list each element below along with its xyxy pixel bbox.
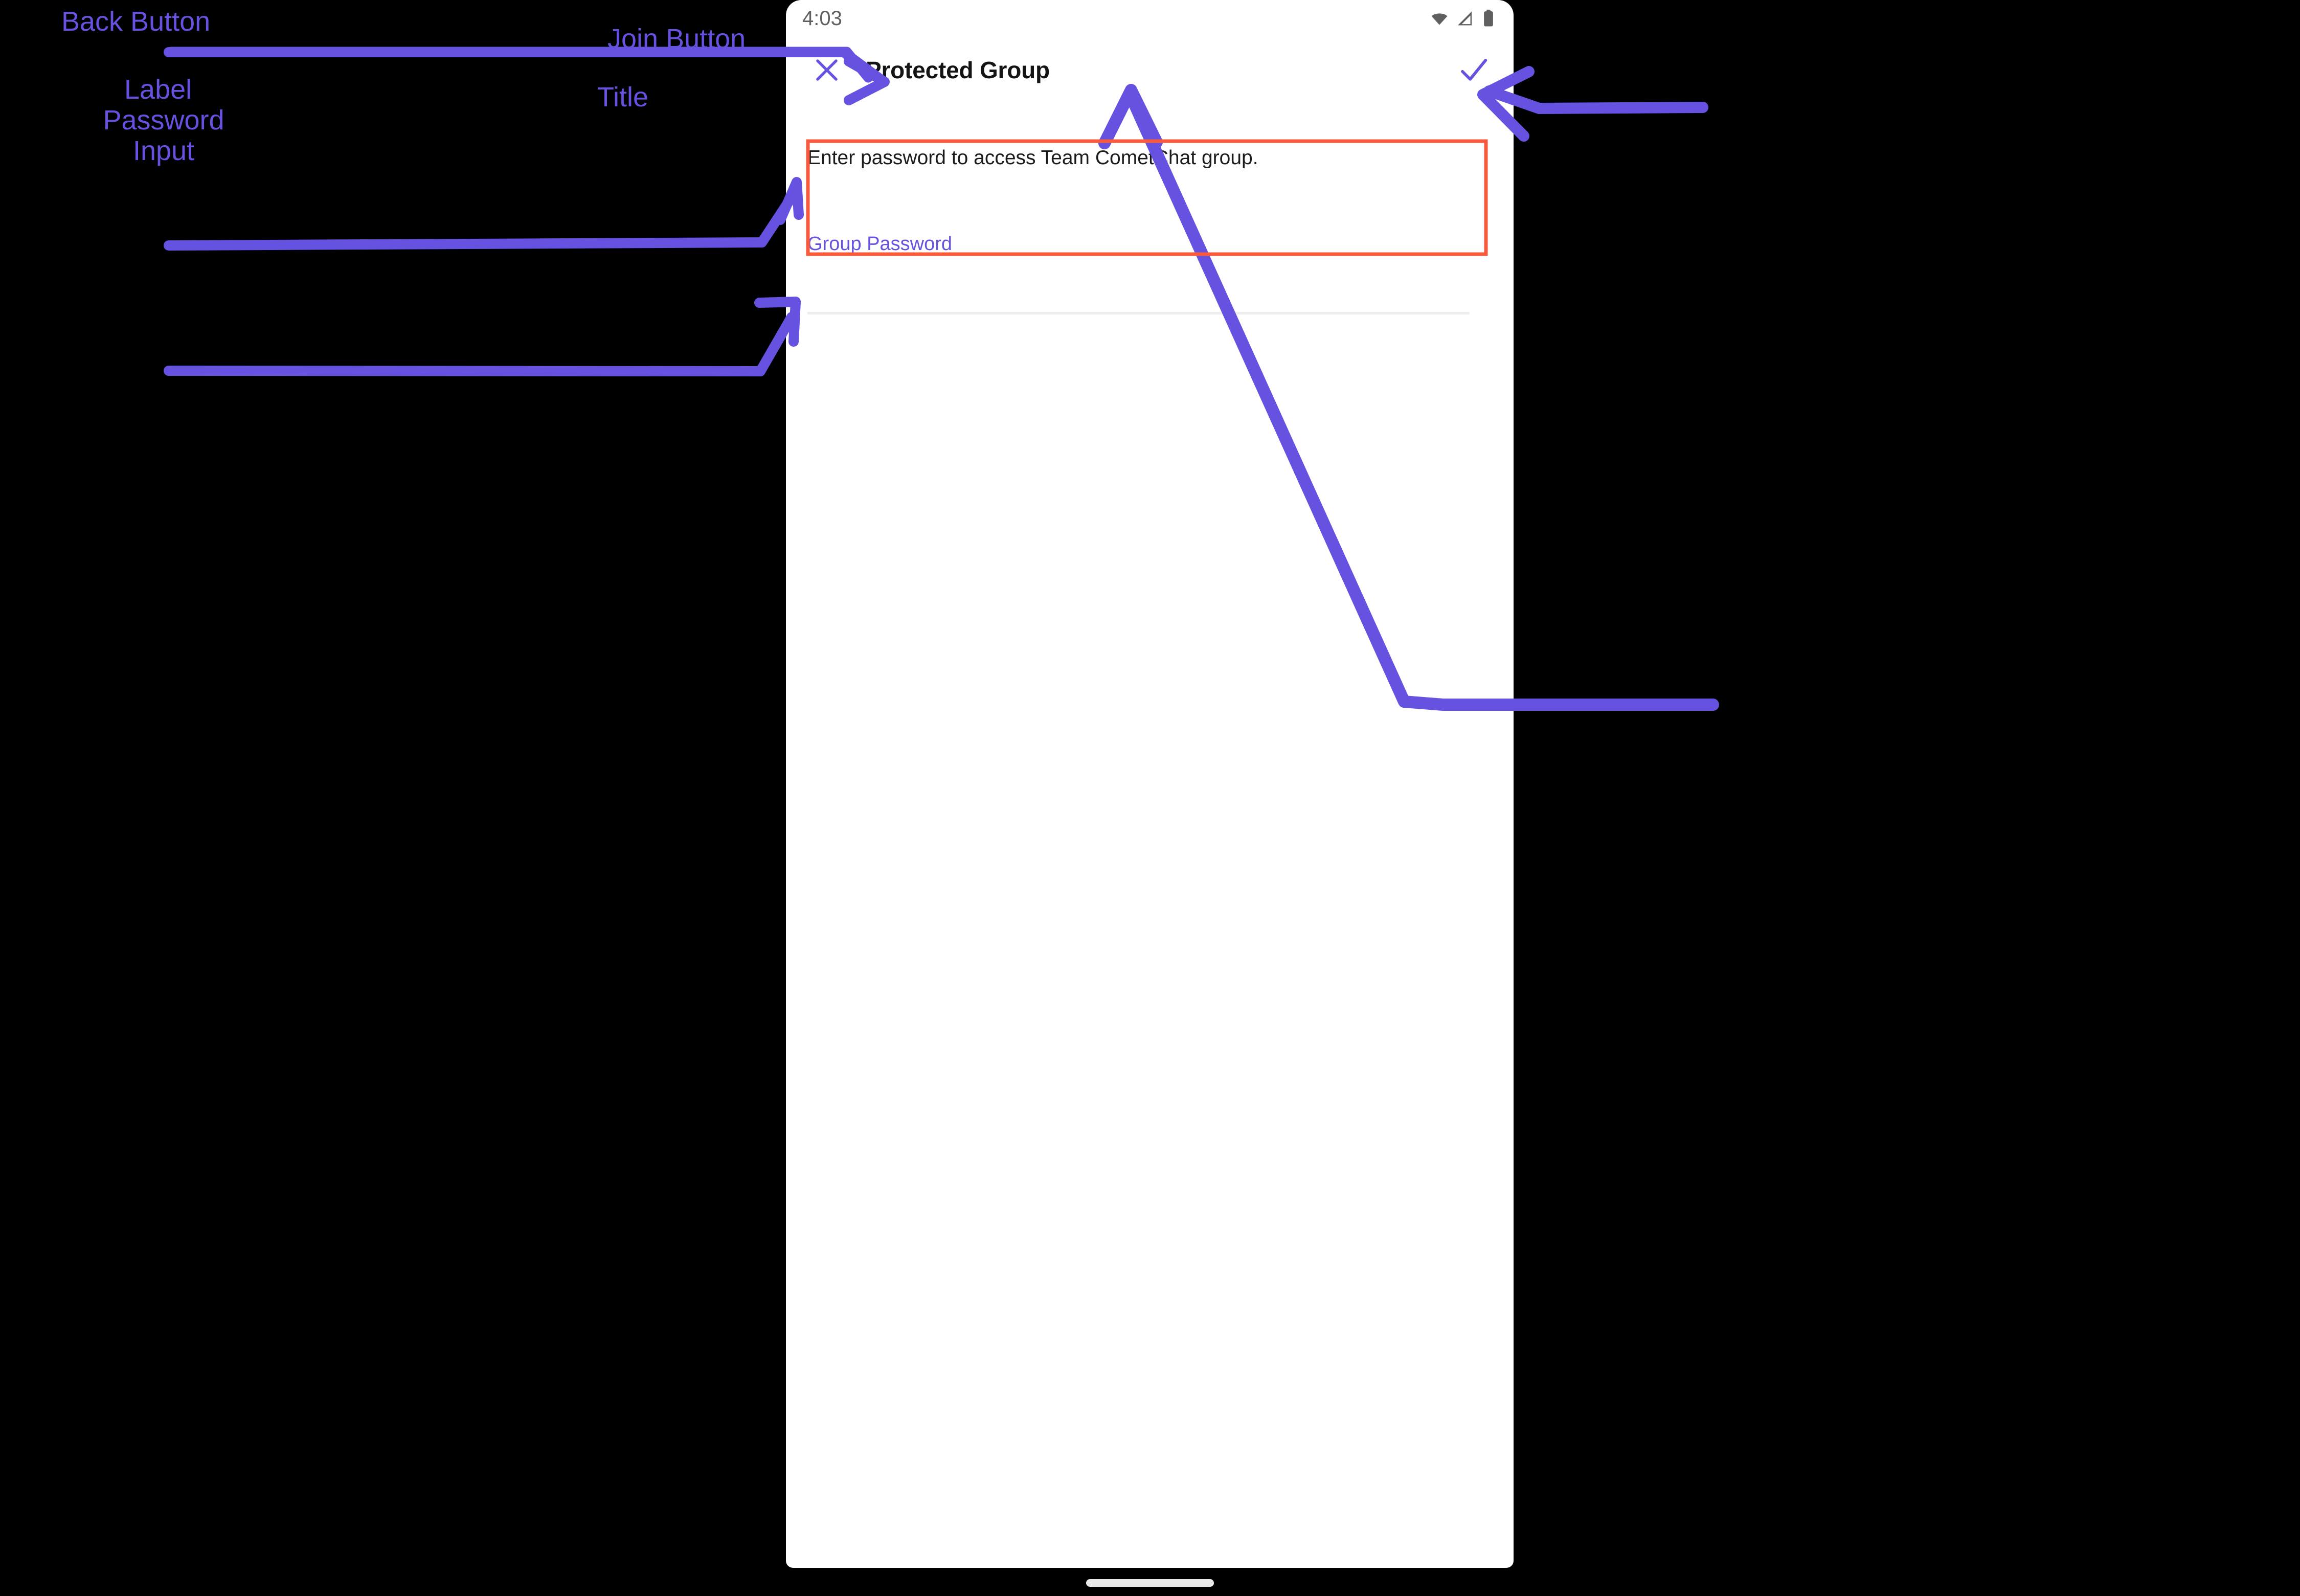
- password-field-label: Group Password: [807, 233, 953, 255]
- battery-icon: [1484, 9, 1493, 27]
- home-indicator[interactable]: [1086, 1579, 1214, 1587]
- password-input[interactable]: [807, 271, 1470, 314]
- arrow-password-shaft: [164, 312, 797, 376]
- arrow-join-shaft: [1483, 85, 1708, 114]
- navigation-bar: [786, 1568, 1514, 1596]
- wifi-icon: [1431, 13, 1448, 25]
- join-button[interactable]: [1449, 46, 1498, 95]
- annotation-join-button: Join Button: [607, 24, 746, 54]
- close-button[interactable]: [802, 46, 851, 95]
- annotation-password-input: Password Input: [103, 105, 224, 167]
- status-bar: 4:03: [786, 0, 1514, 37]
- close-icon: [816, 59, 838, 81]
- phone-screen: 4:03 Protect: [786, 0, 1514, 1568]
- arrow-back-shaft: [164, 47, 888, 86]
- status-bar-time: 4:03: [802, 7, 842, 30]
- description-text: Enter password to access Team CometChat …: [807, 147, 1258, 169]
- arrow-label-shaft: [164, 189, 799, 251]
- arrow-back-button: [166, 47, 873, 83]
- annotation-title: Title: [597, 82, 649, 113]
- annotation-back-button: Back Button: [61, 6, 211, 37]
- check-icon: [1461, 58, 1487, 81]
- password-field-group: Group Password: [807, 233, 1492, 314]
- annotation-label: Label: [124, 74, 192, 105]
- app-bar: Protected Group: [786, 37, 1514, 103]
- screen-body: Enter password to access Team CometChat …: [786, 103, 1514, 1568]
- cellular-signal-icon: [1458, 11, 1472, 26]
- status-bar-icons: [1430, 9, 1495, 28]
- page-title: Protected Group: [866, 57, 1050, 83]
